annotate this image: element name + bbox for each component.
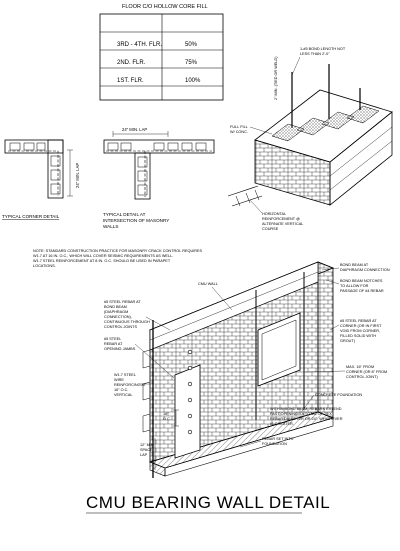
note-line: W1.7 STEEL REINFORCEMENT AT 8 IN. O.C. S…	[33, 259, 171, 263]
cmu-wall-label: CMU WALL	[198, 282, 218, 286]
bond-beam-notch-label: TO ALLOW FOR	[340, 284, 369, 288]
wire-reinf-label: VERTICAL	[114, 393, 133, 397]
max-16-label: CORNER (OR 8" FROM	[346, 370, 387, 374]
wire-reinf-label: REINFORCING AT	[114, 383, 147, 387]
bond-beam-top-label: DIAPHRAGM CONNECTION	[340, 268, 390, 272]
note-line: NOTE: STANDARD CONSTRUCTION PRACTICE FOR…	[33, 249, 203, 253]
rebar-bond-beam-label: (DIAPHRAGM	[104, 310, 128, 314]
bond-beam-extend-label: IS GREATER.	[270, 422, 294, 426]
bond-beam-notch-label: BOND BEAM NOTCHES	[340, 279, 383, 283]
table-row-fill: 100%	[185, 78, 201, 84]
bond-beam-extend-label: PAST OPENINGS A TOTAL OF 20 X	[270, 412, 332, 416]
full-fill-label: FULL FILL	[230, 125, 248, 129]
bond-beam-top-label: BOND BEAM AT	[340, 263, 369, 267]
intersection-caption-line: TYPICAL DETAIL AT	[103, 212, 146, 217]
max-16-label: MAX. 16" FROM	[346, 365, 374, 369]
corner-caption: TYPICAL CORNER DETAIL	[2, 214, 60, 219]
horizontal-reinf-label: REINFORCEMENT @	[262, 217, 300, 221]
drawing-title: CMU BEARING WALL DETAIL	[86, 493, 330, 514]
corner-plan-detail: 24" MIN. LAP TYPICAL CORNER DETAIL	[2, 139, 80, 219]
bond-length-label: LESS THAN 2'-0"	[300, 52, 330, 56]
rebar-set-label: FOUNDATION	[262, 442, 287, 446]
rebar-corner-label: VOID FROM CORNER,	[340, 329, 380, 333]
lap-label-vertical: 24" MIN. LAP	[75, 163, 80, 188]
table-title: FLOOR C/O HOLLOW CORE FILL	[122, 4, 208, 10]
rebar-set-label: REBAR SET INTO	[262, 437, 294, 441]
table-row-floor: 1ST. FLR.	[117, 78, 144, 84]
table-row-fill: 75%	[185, 60, 198, 66]
wire-reinf-label: W1.7 STEEL	[114, 373, 136, 377]
rebar-bond-beam-label: CONTINUOUS THROUGH	[104, 320, 150, 324]
wall-callouts: CMU WALL BOND BEAM AT DIAPHRAGM CONNECTI…	[104, 263, 390, 457]
intersection-plan-detail: 24" MIN. LAP TYPICAL DETAIL AT INTERSECT…	[103, 127, 215, 229]
dim-16oc-label: 16"	[163, 412, 169, 416]
rebar-corner-label: FILLED SOLID WITH	[340, 334, 376, 338]
bond-beam-extend-label: WITHIN BOND BEAM, REBARS EXTEND	[270, 407, 342, 411]
intersection-caption-line: INTERSECTION OF MASONRY	[103, 218, 169, 223]
lap-label-horizontal: 24" MIN. LAP	[122, 127, 147, 132]
lap-12-label: LAP	[140, 453, 148, 457]
rebar-openings-label: REBAR AT	[104, 342, 123, 346]
table-row-floor: 3RD - 4TH. FLR.	[117, 42, 162, 48]
rebar-openings-label: OPENING JAMBS	[104, 347, 136, 351]
note-line: LOCATIONS.	[33, 264, 56, 268]
horizontal-reinf-label: COURSE	[262, 227, 279, 231]
horizontal-reinf-label: ALTERNATE VERTICAL	[262, 222, 303, 226]
wire-reinf-label: 16" O.C.	[114, 388, 128, 392]
fill-table: FLOOR C/O HOLLOW CORE FILL 3RD - 4TH. FL…	[99, 4, 224, 101]
rebar-openings-label: #5 STEEL	[104, 337, 121, 341]
general-note: NOTE: STANDARD CONSTRUCTION PRACTICE FOR…	[33, 249, 203, 268]
rebar-bond-beam-label: #5 STEEL REBAR AT	[104, 300, 141, 304]
max-16-label: CONTROL JOINT)	[346, 375, 378, 379]
bond-length-label: 1-#5 BOND LENGTH NOT	[300, 47, 346, 51]
rebar-corner-label: CORNER (OR IN FIRST	[340, 324, 382, 328]
rebar-corner-label: GROUT)	[340, 339, 356, 343]
intersection-caption-line: WALLS	[103, 224, 118, 229]
rebar-bond-beam-label: CONTROL JOINTS	[104, 325, 137, 329]
rebar-corner-label: #5 STEEL REBAR AT	[340, 319, 377, 323]
grout-min-label: 2" MIN. (TIED OR WELD)	[274, 56, 278, 100]
horizontal-reinf-label: HORIZONTAL	[262, 212, 286, 216]
wire-reinf-label: WIRE	[114, 378, 124, 382]
full-fill-label: W/ CONC.	[230, 130, 248, 134]
rebar-bond-beam-label: BOND BEAM	[104, 305, 127, 309]
foundation-label: CONCRETE FOUNDATION	[315, 393, 362, 397]
dim-16oc-label: O.C.	[163, 417, 171, 421]
lap-12-label: 12" MIN	[140, 443, 154, 447]
lap-12-label: SPACE	[140, 448, 153, 452]
bond-beam-extend-label: REBAR DIAMETER OR 24", WHICHEVER	[270, 417, 343, 421]
table-row-floor: 2ND. FLR.	[117, 60, 146, 66]
cmu-wall-detail	[142, 261, 335, 478]
note-line: W1.7 AT 16 IN. O.C., WHICH WILL COVER SE…	[33, 254, 173, 258]
page-title: CMU BEARING WALL DETAIL	[86, 493, 330, 512]
table-row-fill: 50%	[185, 42, 198, 48]
wall-section-isometric: 1-#5 BOND LENGTH NOT LESS THAN 2'-0" 2" …	[227, 47, 393, 231]
bond-beam-notch-label: PASSAGE OF #4 REBAR	[340, 289, 384, 293]
rebar-bond-beam-label: CONNECTION),	[104, 315, 132, 319]
